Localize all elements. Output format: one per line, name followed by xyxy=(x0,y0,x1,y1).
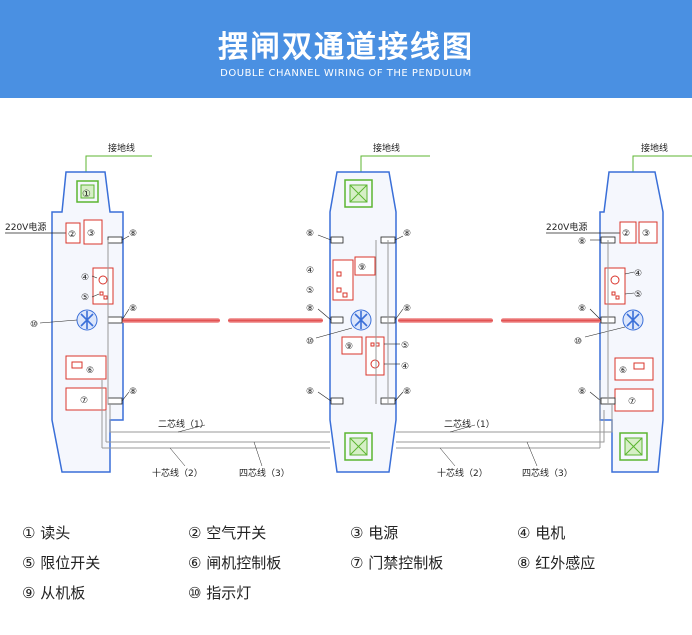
power-supply-right: ③ xyxy=(638,221,658,244)
motor-middle-lower xyxy=(365,336,385,376)
marker-ir-mid-l-2: ⑧ xyxy=(306,304,314,314)
legend-item-access-board: ⑦ 门禁控制板 xyxy=(350,554,444,572)
marker-reader-left: ① xyxy=(82,189,91,200)
label-two-core-right: 二芯线（1） xyxy=(444,418,495,430)
legend-item-infrared: ⑧ 红外感应 xyxy=(517,554,596,572)
ground-wires xyxy=(85,155,692,172)
marker-gate-board-right: ⑥ xyxy=(619,366,627,376)
marker-ir-left-3: ⑧ xyxy=(129,387,137,397)
marker-power-right: ③ xyxy=(642,229,650,239)
marker-air-switch-right: ② xyxy=(622,229,630,239)
label-ten-core-right: 十芯线（2） xyxy=(437,467,488,479)
marker-limit-middle: ⑤ xyxy=(306,286,314,296)
marker-ir-mid-r-3: ⑧ xyxy=(403,387,411,397)
label-four-core-right: 四芯线（3） xyxy=(522,467,573,479)
indicator-lamp-left xyxy=(76,309,98,331)
label-four-core-left: 四芯线（3） xyxy=(239,467,290,479)
legend-item-air-switch: ② 空气开关 xyxy=(188,524,267,542)
reader-icon-right xyxy=(619,432,648,461)
reader-icon-left xyxy=(76,180,99,203)
marker-access-board-left: ⑦ xyxy=(80,396,88,406)
ground-label-2: 接地线 xyxy=(373,142,400,154)
ground-label-1: 接地线 xyxy=(108,142,135,154)
marker-lamp-left: ⑩ xyxy=(30,320,38,330)
reader-icon-middle-bottom xyxy=(344,432,373,461)
access-board-right: ⑦ xyxy=(614,388,654,412)
marker-power-left: ③ xyxy=(87,229,95,239)
marker-slave-middle-top: ⑨ xyxy=(358,263,366,273)
marker-lamp-right: ⑩ xyxy=(574,337,582,347)
marker-limit-right: ⑤ xyxy=(634,290,642,300)
marker-air-switch-left: ② xyxy=(68,230,76,240)
marker-lamp-middle: ⑩ xyxy=(306,337,314,347)
marker-slave-middle-bottom: ⑨ xyxy=(345,342,353,352)
marker-limit-middle-lower: ⑤ xyxy=(401,341,409,351)
header-banner: 摆闸双通道接线图 DOUBLE CHANNEL WIRING OF THE PE… xyxy=(0,0,692,98)
legend-item-power: ③ 电源 xyxy=(350,524,399,542)
marker-ir-left-1: ⑧ xyxy=(129,229,137,239)
marker-motor-left: ④ xyxy=(81,273,89,283)
marker-ir-right-2: ⑧ xyxy=(578,304,586,314)
marker-limit-left: ⑤ xyxy=(81,293,89,303)
legend-item-reader: ① 读头 xyxy=(22,524,71,542)
label-ten-core-left: 十芯线（2） xyxy=(152,467,203,479)
marker-motor-right: ④ xyxy=(634,269,642,279)
label-two-core-left: 二芯线（1） xyxy=(158,418,209,430)
marker-access-board-right: ⑦ xyxy=(628,397,636,407)
indicator-lamp-middle xyxy=(350,309,372,331)
ground-label-3: 接地线 xyxy=(641,142,668,154)
reader-icon-middle-top xyxy=(344,179,373,208)
marker-ir-left-2: ⑧ xyxy=(129,304,137,314)
air-switch-left: ② xyxy=(65,222,81,244)
indicator-lamp-right xyxy=(622,309,644,331)
infrared-markers: ⑧ ⑧ ⑧ ⑧ ⑧ ⑧ ⑧ ⑧ ⑧ ⑧ ⑧ ⑧ xyxy=(129,229,586,397)
marker-ir-right-1: ⑧ xyxy=(578,237,586,247)
motor-right xyxy=(604,267,635,305)
legend-item-gate-board: ⑥ 闸机控制板 xyxy=(188,554,282,572)
power-supply-left: ③ xyxy=(83,219,103,245)
motor-left xyxy=(91,267,114,305)
cable-runs xyxy=(101,240,613,449)
gate-board-left: ⑥ xyxy=(65,355,107,380)
marker-ir-mid-l-1: ⑧ xyxy=(306,229,314,239)
page-subtitle: DOUBLE CHANNEL WIRING OF THE PENDULUM xyxy=(220,68,472,79)
legend-item-slave-board: ⑨ 从机板 xyxy=(22,584,86,602)
gate-board-right: ⑥ xyxy=(614,357,654,381)
legend-item-indicator: ⑩ 指示灯 xyxy=(188,584,252,602)
slave-board-middle-bottom: ⑨ xyxy=(341,336,363,355)
power-label-left: 220V电源 xyxy=(5,221,46,233)
power-label-right: 220V电源 xyxy=(546,221,587,233)
marker-ir-right-3: ⑧ xyxy=(578,387,586,397)
marker-motor-middle: ④ xyxy=(306,266,314,276)
marker-ir-mid-r-1: ⑧ xyxy=(403,229,411,239)
marker-gate-board-left: ⑥ xyxy=(86,366,94,376)
air-switch-right: ② xyxy=(619,221,637,244)
motor-middle xyxy=(332,259,354,301)
marker-ir-mid-l-3: ⑧ xyxy=(306,387,314,397)
infrared-beams xyxy=(120,318,601,323)
marker-motor-middle-lower: ④ xyxy=(401,362,409,372)
page-title: 摆闸双通道接线图 xyxy=(218,30,474,65)
slave-board-middle-top: ⑨ xyxy=(354,256,376,276)
marker-ir-mid-r-2: ⑧ xyxy=(403,304,411,314)
access-board-left: ⑦ xyxy=(65,387,107,411)
legend-item-limit-switch: ⑤ 限位开关 xyxy=(22,554,101,572)
legend-item-motor: ④ 电机 xyxy=(517,524,566,542)
